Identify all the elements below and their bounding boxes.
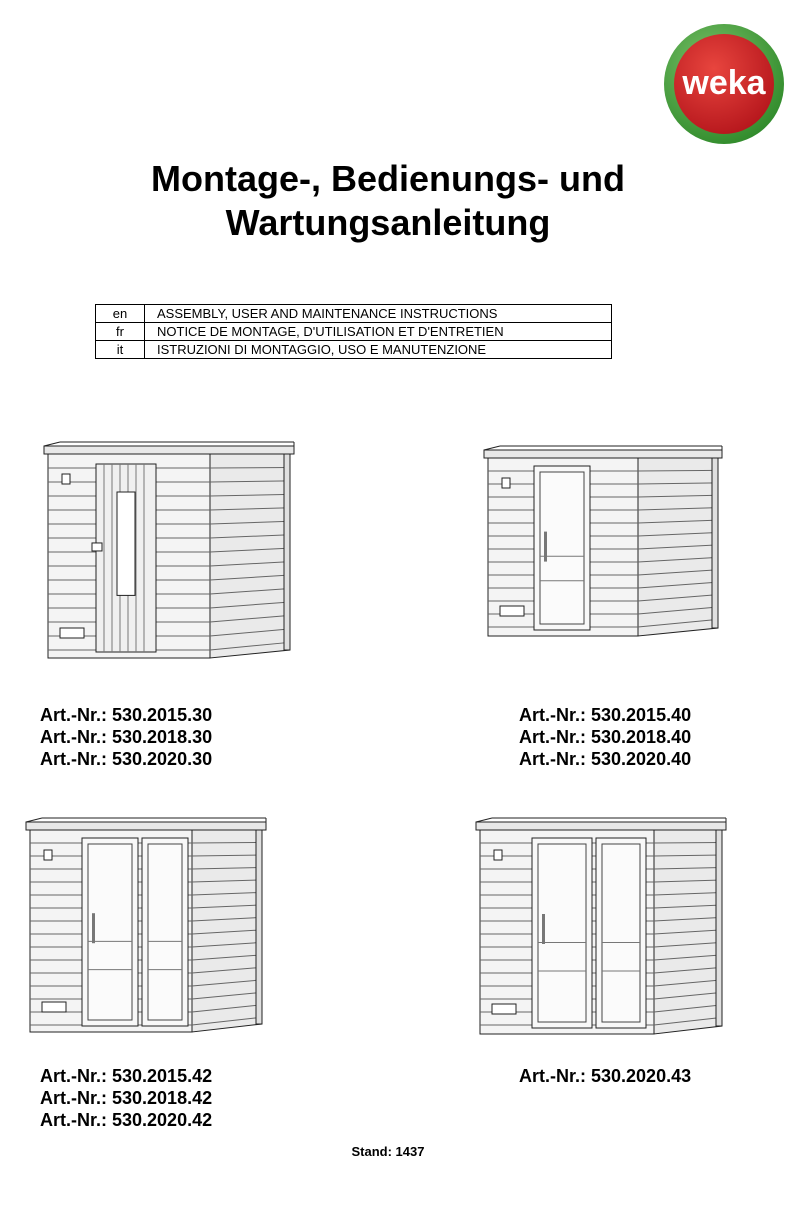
language-row-it: it ISTRUZIONI DI MONTAGGIO, USO E MANUTE… xyxy=(95,340,612,359)
article-list-glass-door-panel: Art.-Nr.: 530.2015.42 Art.-Nr.: 530.2018… xyxy=(40,1065,212,1131)
language-code: fr xyxy=(95,322,145,341)
language-code: it xyxy=(95,340,145,359)
article-number: Art.-Nr.: 530.2015.42 xyxy=(40,1066,213,1086)
article-number: Art.-Nr.: 530.2020.40 xyxy=(519,749,692,769)
language-table: en ASSEMBLY, USER AND MAINTENANCE INSTRU… xyxy=(95,304,612,359)
language-row-en: en ASSEMBLY, USER AND MAINTENANCE INSTRU… xyxy=(95,304,612,323)
article-number: Art.-Nr.: 530.2015.40 xyxy=(519,705,692,725)
article-number: Art.-Nr.: 530.2020.30 xyxy=(40,749,213,769)
title-line-1: Montage-, Bedienungs- und xyxy=(151,158,625,199)
document-title: Montage-, Bedienungs- und Wartungsanleit… xyxy=(0,157,776,245)
article-number: Art.-Nr.: 530.2020.42 xyxy=(40,1110,213,1130)
weka-logo: weka xyxy=(662,22,786,146)
sauna-illustration-wooden-door xyxy=(36,436,296,664)
sauna-illustration-glass-door-window xyxy=(472,814,730,1040)
language-title: ASSEMBLY, USER AND MAINTENANCE INSTRUCTI… xyxy=(144,304,612,323)
language-code: en xyxy=(95,304,145,323)
logo-text: weka xyxy=(681,64,766,102)
article-number: Art.-Nr.: 530.2018.42 xyxy=(40,1088,213,1108)
article-number: Art.-Nr.: 530.2020.43 xyxy=(519,1066,692,1086)
language-title: ISTRUZIONI DI MONTAGGIO, USO E MANUTENZI… xyxy=(144,340,612,359)
revision-stand: Stand: 1437 xyxy=(351,1144,425,1159)
title-line-2: Wartungsanleitung xyxy=(225,202,551,243)
sauna-illustration-glass-door-panel xyxy=(22,814,272,1038)
article-number: Art.-Nr.: 530.2018.40 xyxy=(519,727,692,747)
article-list-glass-door: Art.-Nr.: 530.2015.40 Art.-Nr.: 530.2018… xyxy=(519,704,691,770)
language-row-fr: fr NOTICE DE MONTAGE, D'UTILISATION ET D… xyxy=(95,322,612,341)
article-number: Art.-Nr.: 530.2015.30 xyxy=(40,705,213,725)
article-number: Art.-Nr.: 530.2018.30 xyxy=(40,727,213,747)
language-title: NOTICE DE MONTAGE, D'UTILISATION ET D'EN… xyxy=(144,322,612,341)
article-list-wooden-door: Art.-Nr.: 530.2015.30 Art.-Nr.: 530.2018… xyxy=(40,704,212,770)
sauna-illustration-glass-door xyxy=(480,442,724,642)
article-list-glass-door-window: Art.-Nr.: 530.2020.43 xyxy=(519,1065,691,1087)
